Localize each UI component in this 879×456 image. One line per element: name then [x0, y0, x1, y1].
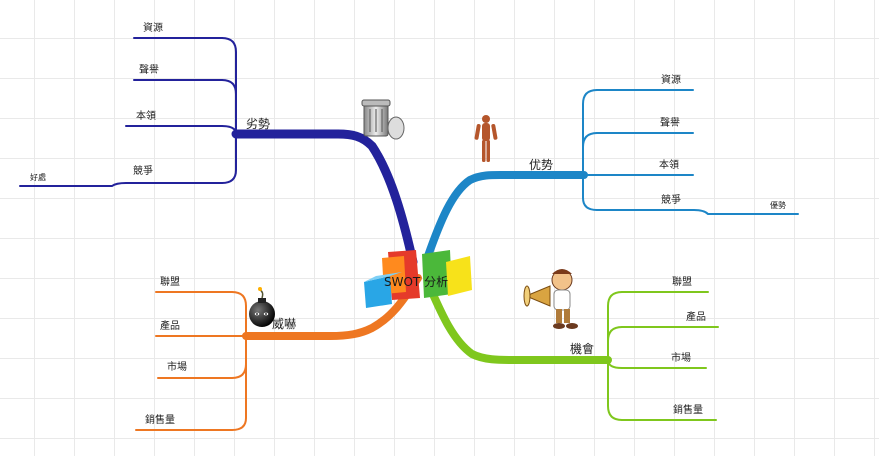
threat-item-4[interactable]: 銷售量	[145, 415, 175, 426]
strength-item-4[interactable]: 競爭	[661, 195, 681, 206]
weakness-item-3[interactable]: 本領	[136, 111, 156, 122]
threat-sub-connector	[231, 291, 247, 431]
weakness-main-label[interactable]: 劣勢	[246, 117, 271, 131]
strength-trunk	[424, 170, 588, 260]
opportunity-item-2[interactable]: 產品	[686, 312, 706, 323]
strength-sub-connector	[582, 89, 598, 211]
threat-item-2[interactable]: 產品	[160, 321, 180, 332]
weakness-item-4[interactable]: 競爭	[133, 166, 153, 177]
trash-can-icon	[361, 99, 405, 140]
block-yellow	[446, 256, 472, 296]
bomb-icon	[249, 287, 275, 327]
weakness-connector-3	[221, 125, 237, 135]
block-green	[422, 250, 452, 298]
strength-item-3[interactable]: 本領	[659, 160, 679, 171]
strength-item-2[interactable]: 聲譽	[660, 118, 680, 129]
weakness-sub-connector	[221, 37, 237, 184]
opportunity-connector-3	[607, 359, 623, 369]
opportunity-connector-2	[607, 326, 623, 342]
opportunity-item-3[interactable]: 市場	[671, 353, 691, 364]
center-topic-shape[interactable]	[364, 250, 472, 308]
weakness-extra-item[interactable]: 好處	[30, 173, 46, 182]
opportunity-item-1[interactable]: 聯盟	[672, 277, 692, 288]
human-anatomy-figure-icon	[474, 115, 498, 162]
strength-underline-4	[596, 209, 799, 215]
weakness-item-2[interactable]: 聲譽	[139, 65, 159, 76]
threat-connector-2	[231, 363, 247, 379]
center-topic-title[interactable]: SWOT 分析	[384, 275, 449, 289]
weakness-underline-4	[19, 182, 223, 187]
threat-item-1[interactable]: 聯盟	[160, 277, 180, 288]
branch-strength	[424, 89, 799, 260]
threat-main-label[interactable]: 威嚇	[272, 317, 297, 331]
branch-opportunity	[424, 279, 719, 421]
strength-connector-2	[582, 132, 598, 148]
threat-item-3[interactable]: 市場	[167, 362, 187, 373]
block-blue-top	[364, 272, 402, 282]
megaphone-cartoon-icon	[523, 269, 578, 329]
opportunity-sub-connector	[607, 291, 623, 421]
opportunity-main-label[interactable]: 機會	[570, 342, 595, 356]
weakness-trunk	[231, 129, 418, 267]
strength-main-label[interactable]: 优势	[529, 158, 554, 172]
opportunity-trunk	[424, 279, 612, 364]
strength-item-1[interactable]: 資源	[661, 75, 681, 86]
weakness-item-1[interactable]: 資源	[143, 23, 163, 34]
strength-extra-item[interactable]: 優勢	[770, 201, 786, 210]
branch-weakness	[19, 37, 418, 267]
opportunity-item-4[interactable]: 銷售量	[673, 405, 703, 416]
block-blue	[364, 276, 392, 308]
weakness-connector-2	[221, 79, 237, 95]
